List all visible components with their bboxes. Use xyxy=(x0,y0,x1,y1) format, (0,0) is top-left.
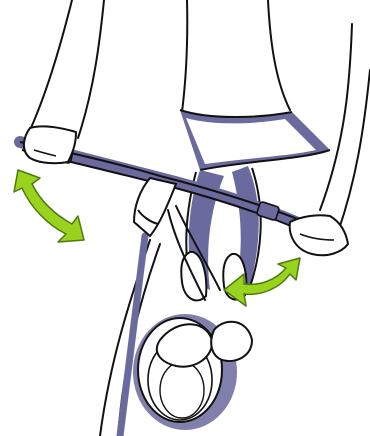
right-arm xyxy=(320,24,370,232)
left-hand xyxy=(24,126,76,163)
rider-torso xyxy=(182,0,290,112)
right-hand xyxy=(290,215,348,255)
rider-shoes xyxy=(157,252,252,367)
curved-double-arrow-icon xyxy=(14,170,84,242)
rider-shorts xyxy=(180,110,330,170)
left-arm xyxy=(30,0,104,138)
